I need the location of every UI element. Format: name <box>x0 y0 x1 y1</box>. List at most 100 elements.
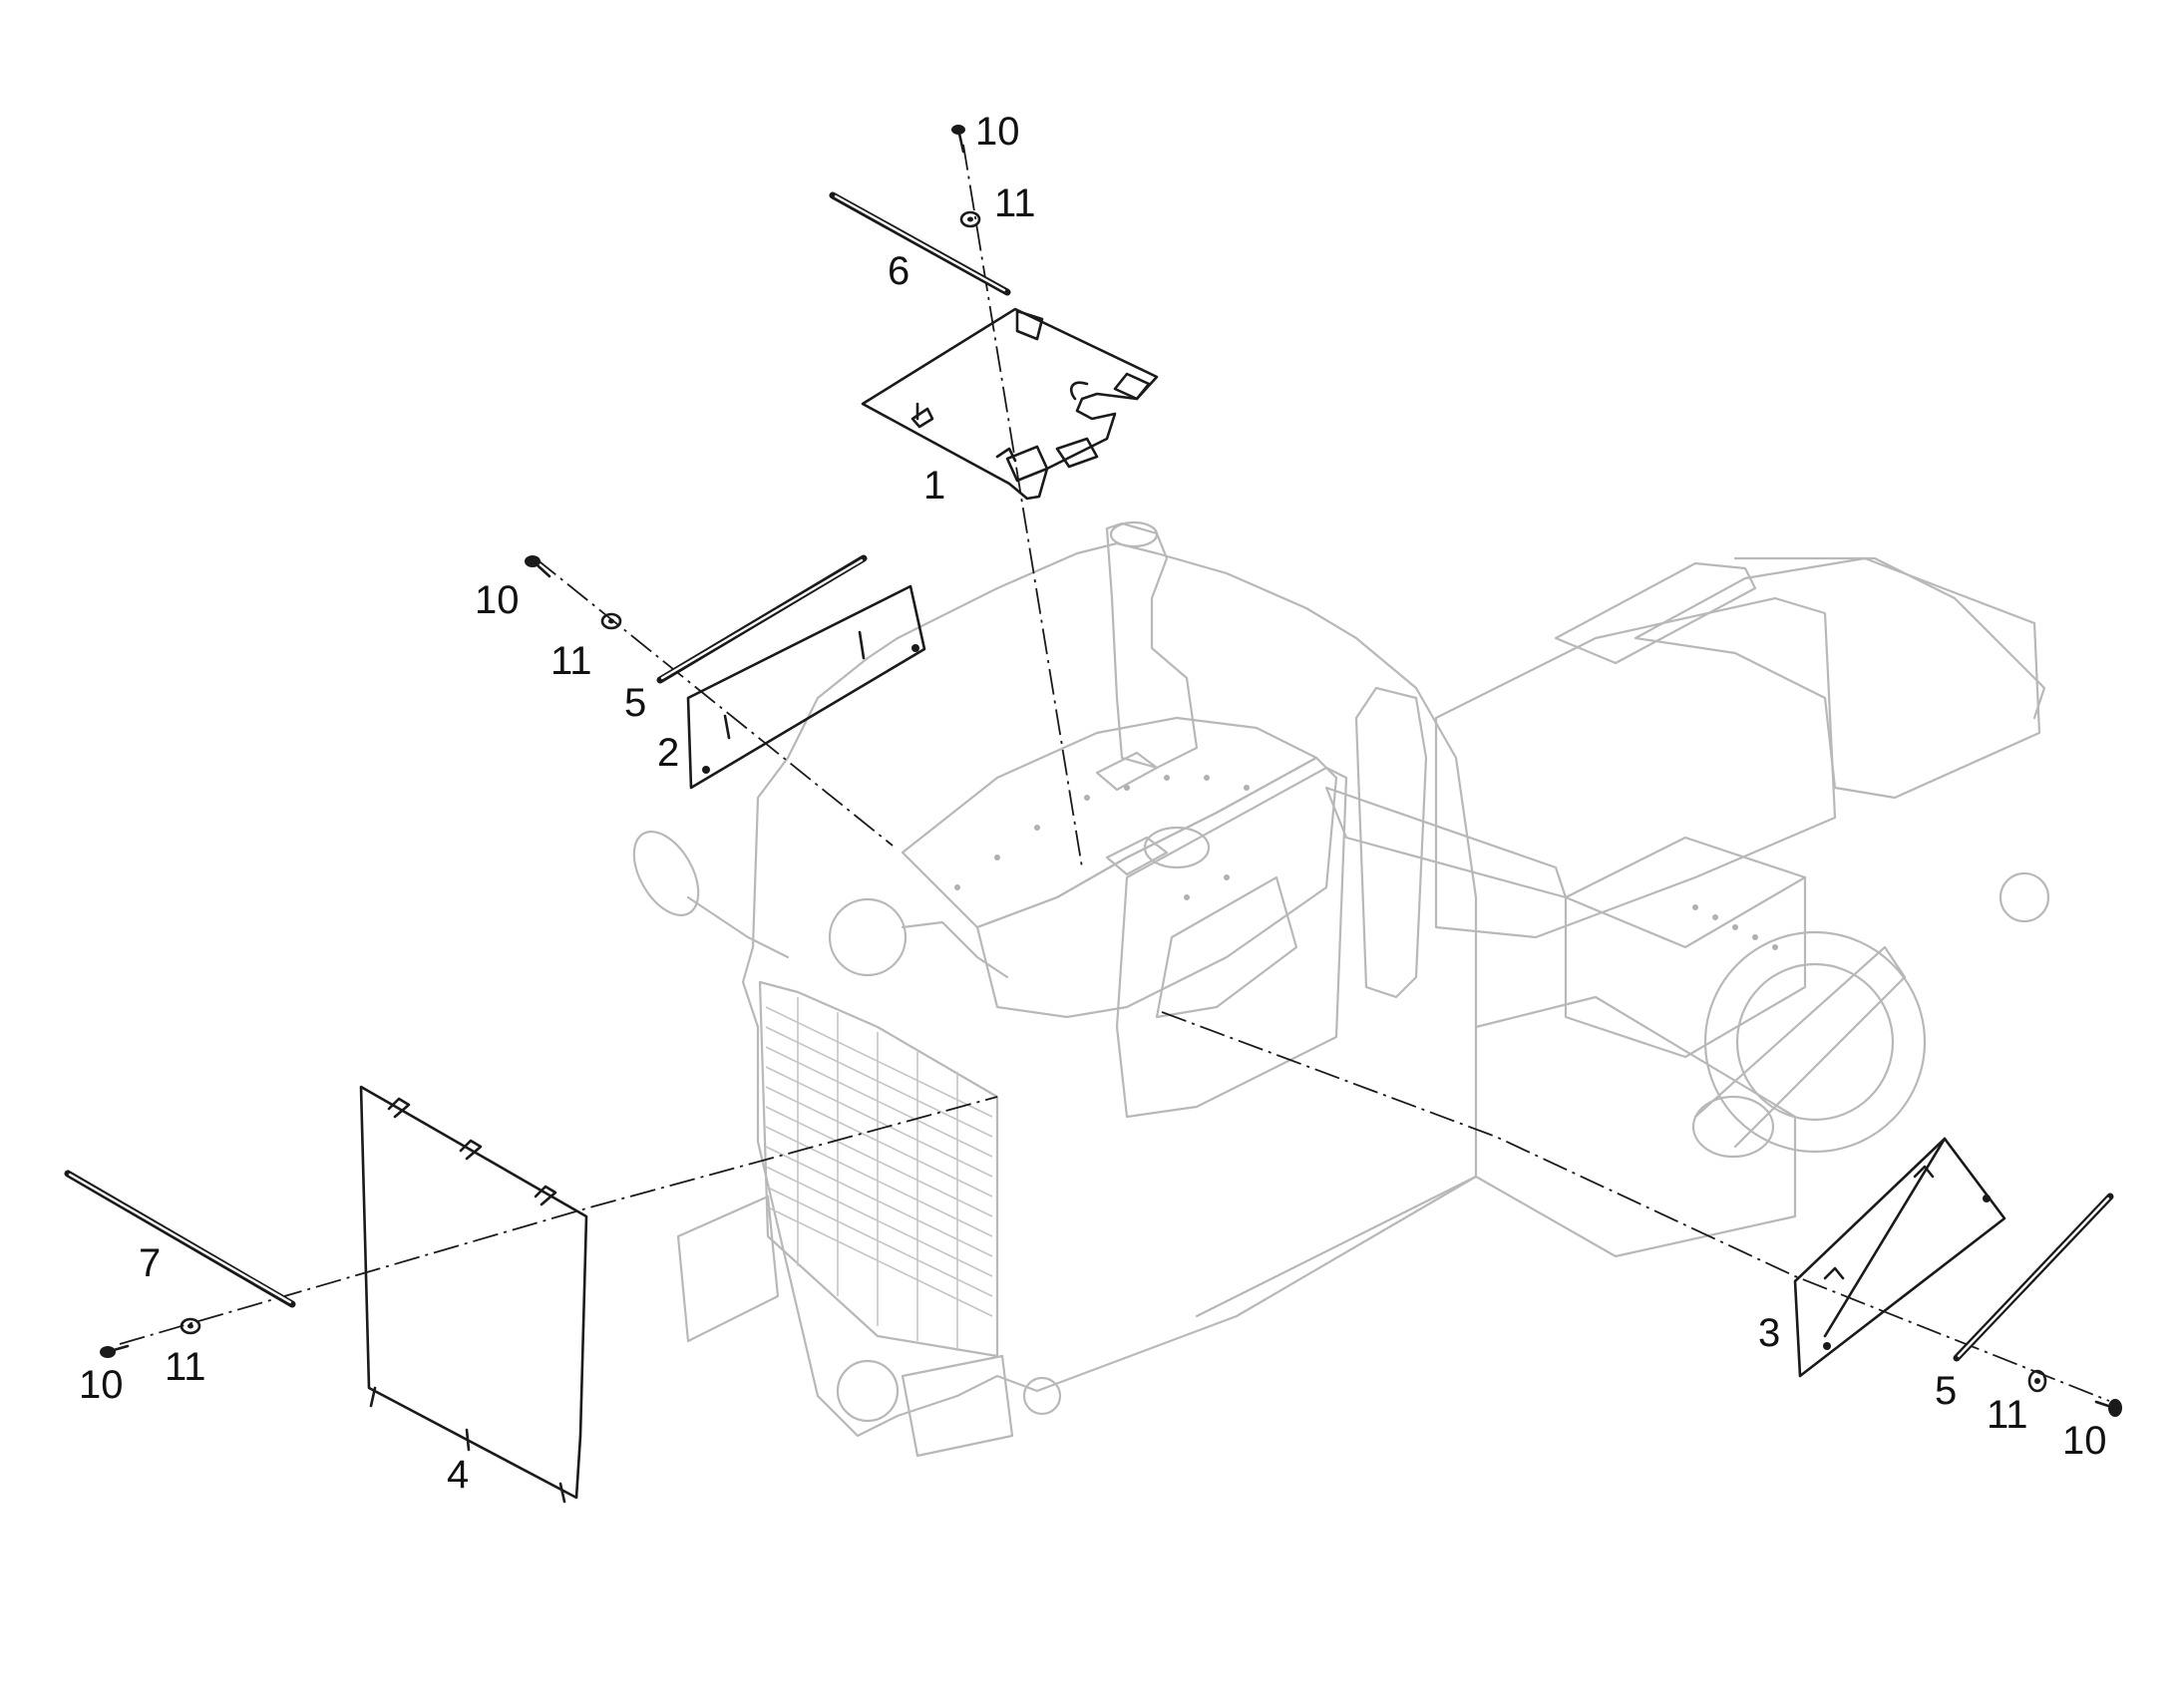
callout-top-10: 10 <box>975 110 1020 154</box>
part-5-left-strip[interactable] <box>656 554 868 684</box>
part-3-clip-1 <box>1823 1266 1845 1280</box>
callout-front-4: 4 <box>447 1453 469 1497</box>
left-bolt-shank <box>537 564 551 578</box>
frame-rear-deck <box>1434 596 1837 939</box>
callout-labels: 10 11 6 1 10 11 5 2 7 10 11 4 3 5 11 10 <box>79 110 2107 1497</box>
frame-rear-top-rail <box>1554 561 1757 665</box>
part-1-clip-2 <box>910 407 934 429</box>
left-bolt-10[interactable] <box>525 555 551 578</box>
part-4-foot-2 <box>465 1428 471 1452</box>
part-3-outline <box>1793 1137 2006 1378</box>
part-1-tab-right <box>1113 372 1151 401</box>
frame-body-outline <box>741 541 1478 1438</box>
left-washer-ring <box>600 612 622 630</box>
front-washer-11[interactable] <box>180 1317 201 1335</box>
leader-front <box>119 1096 998 1345</box>
part-4-foot-3 <box>558 1482 566 1504</box>
frame-rear-posts <box>1354 686 1428 999</box>
part-4-clip-3 <box>534 1185 557 1206</box>
part-3-right-panel[interactable] <box>1793 1137 2006 1378</box>
front-washer-hole <box>187 1323 193 1329</box>
part-6-top-strip[interactable] <box>829 191 1011 296</box>
frame-rear-box-edge <box>1564 875 1807 949</box>
leader-lines <box>119 144 2110 1402</box>
part-2-slot-2 <box>723 714 731 740</box>
right-bolt-10[interactable] <box>2094 1399 2122 1417</box>
part-1-tab-lower <box>1055 437 1099 469</box>
callout-top-11: 11 <box>994 181 1036 225</box>
frame-cab-side-panel <box>1115 766 1348 1119</box>
top-washer-11[interactable] <box>959 210 981 228</box>
frame-hood-side <box>975 756 1338 1019</box>
part-1-tab-bottom <box>1005 445 1049 483</box>
part-3-clip-2 <box>1913 1165 1935 1179</box>
callout-front-10: 10 <box>79 1363 124 1407</box>
right-washer-11[interactable] <box>2027 1369 2047 1393</box>
callout-left-10: 10 <box>475 578 520 622</box>
frame-front-bumper <box>676 1195 780 1343</box>
frame-mirror-left <box>632 830 700 917</box>
callout-right-5: 5 <box>1935 1369 1957 1413</box>
frame-lower-beam-line <box>1195 1175 1478 1318</box>
leader-top <box>962 144 1083 868</box>
left-washer-hole <box>608 618 614 624</box>
frame-mirror-front-arm <box>901 920 1009 979</box>
frame-grille-bars <box>765 997 993 1351</box>
right-bolt-shank <box>2094 1400 2110 1408</box>
frame-hood-vent-2 <box>1105 836 1169 876</box>
part-2-hole-1 <box>911 644 919 652</box>
frame-rear-long-rail <box>1634 556 2041 800</box>
frame-mirror-front <box>828 897 908 977</box>
frame-hood-cap <box>1143 826 1211 869</box>
part-3-hole-1 <box>1983 1195 1991 1202</box>
part-1-top-cover[interactable] <box>861 307 1159 501</box>
top-bolt-10[interactable] <box>951 125 965 154</box>
part-4-foot-1 <box>369 1386 377 1408</box>
part-7-front-strip[interactable] <box>64 1170 296 1308</box>
frame-hook-eye <box>836 1359 900 1423</box>
machine-frame <box>632 520 2050 1458</box>
part-1-tab-top <box>1015 309 1044 341</box>
part-4-clip-1 <box>387 1097 411 1119</box>
left-bolt-head <box>525 555 541 567</box>
part-4-outline <box>359 1085 588 1500</box>
part-5-right-strip[interactable] <box>1953 1193 2114 1362</box>
callout-right-11: 11 <box>1987 1393 2028 1437</box>
part-1-clip-1 <box>995 447 1017 463</box>
leader-right <box>1161 1011 2110 1402</box>
frame-cab-window <box>1155 875 1298 1019</box>
callout-top-6: 6 <box>888 249 909 293</box>
frame-rear-extension <box>1733 556 2046 720</box>
frame-hood-top <box>901 716 1318 929</box>
front-bolt-head <box>100 1346 116 1358</box>
frame-pivot <box>1022 1376 1062 1416</box>
frame-grille-outline <box>758 980 999 1358</box>
callout-front-7: 7 <box>139 1241 161 1285</box>
right-bolt-head <box>2108 1399 2122 1417</box>
frame-idler <box>1691 1095 1775 1159</box>
top-washer-hole <box>967 216 973 222</box>
top-washer-ring <box>959 210 981 228</box>
callout-left-11: 11 <box>550 639 592 683</box>
frame-lower-beam <box>1474 995 1797 1258</box>
part-5-left-rod-inner <box>660 558 864 680</box>
top-bolt-head <box>951 125 965 135</box>
part-2-left-panel[interactable] <box>686 584 926 790</box>
leader-left <box>535 557 894 847</box>
right-washer-hole <box>2034 1378 2040 1384</box>
left-washer-11[interactable] <box>600 612 622 630</box>
part-2-slot-1 <box>858 630 866 660</box>
part-4-front-panel[interactable] <box>359 1085 588 1504</box>
front-bolt-10[interactable] <box>100 1344 130 1358</box>
part-3-hole-2 <box>1823 1342 1831 1350</box>
part-2-hole-2 <box>702 766 710 774</box>
frame-rivets <box>954 775 1778 950</box>
callout-right-10: 10 <box>2062 1419 2107 1463</box>
frame-rear-pin <box>1998 871 2050 923</box>
top-bolt-shank <box>957 132 965 154</box>
frame-mirror-arm <box>686 895 790 959</box>
front-bolt-shank <box>112 1344 130 1352</box>
callout-top-1: 1 <box>923 464 945 508</box>
frame-cross-member <box>1324 786 1568 899</box>
